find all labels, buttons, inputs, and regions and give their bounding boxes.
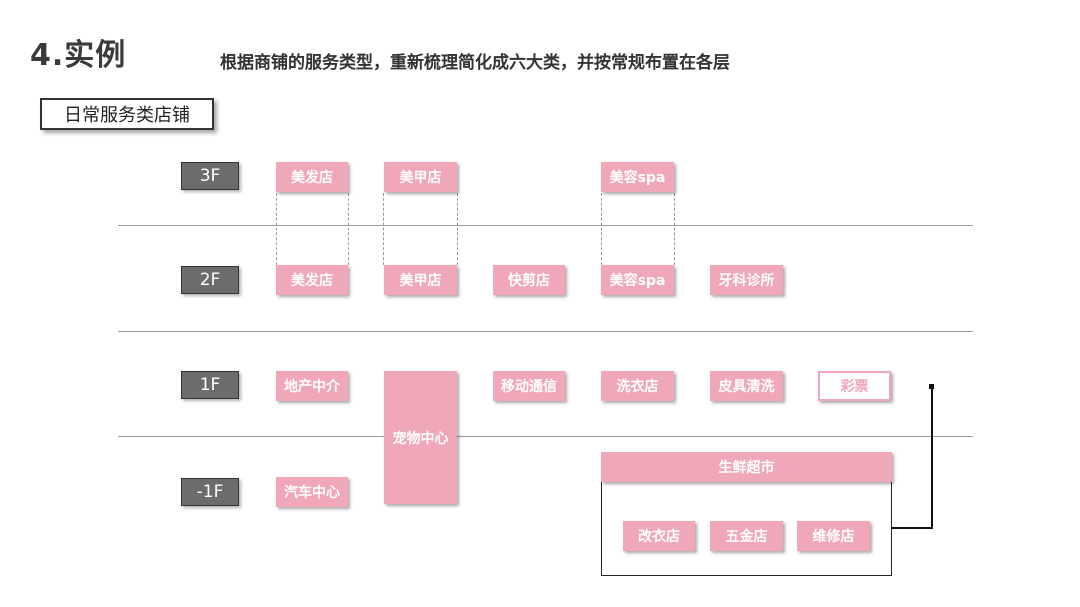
dash-connector: [457, 193, 458, 265]
floor-divider-1f-b1: [118, 436, 973, 437]
dash-connector: [348, 193, 349, 265]
store-2f-hair-salon[interactable]: 美发店: [276, 265, 348, 295]
dash-connector: [383, 193, 384, 265]
floor-tag-3f: 3F: [181, 162, 239, 190]
page-title: 4.实例: [30, 38, 127, 73]
connector-line-vertical: [931, 386, 933, 528]
store-b1-car-center[interactable]: 汽车中心: [276, 477, 348, 507]
section-label: 日常服务类店铺: [40, 98, 214, 130]
store-2f-beauty-spa[interactable]: 美容spa: [601, 265, 674, 295]
store-1f-lottery[interactable]: 彩票: [818, 371, 891, 401]
store-1f-laundry[interactable]: 洗衣店: [601, 371, 674, 401]
store-tailor[interactable]: 改衣店: [623, 521, 695, 551]
floor-divider-2f-1f: [118, 331, 973, 332]
store-1f-mobile[interactable]: 移动通信: [493, 371, 565, 401]
store-1f-leather-cleaning[interactable]: 皮具清洗: [710, 371, 783, 401]
floor-divider-3f-2f: [118, 225, 973, 226]
store-3f-nail-salon[interactable]: 美甲店: [384, 162, 457, 192]
store-1f-real-estate[interactable]: 地产中介: [276, 371, 348, 401]
dash-connector: [276, 193, 277, 265]
store-hardware[interactable]: 五金店: [710, 521, 783, 551]
store-3f-hair-salon[interactable]: 美发店: [276, 162, 348, 192]
connector-line-horizontal: [892, 527, 933, 529]
store-pet-center[interactable]: 宠物中心: [384, 371, 457, 504]
store-3f-beauty-spa[interactable]: 美容spa: [601, 162, 674, 192]
store-repair[interactable]: 维修店: [797, 521, 870, 551]
floor-tag-1f: 1F: [181, 371, 239, 399]
store-2f-dental-clinic[interactable]: 牙科诊所: [710, 265, 783, 295]
store-2f-quick-cut[interactable]: 快剪店: [493, 265, 565, 295]
dash-connector: [674, 193, 675, 265]
floor-tag-b1: -1F: [181, 478, 239, 506]
page-subtitle: 根据商铺的服务类型，重新梳理简化成六大类，并按常规布置在各层: [220, 53, 730, 73]
store-fresh-supermarket[interactable]: 生鲜超市: [601, 452, 892, 482]
dash-connector: [601, 193, 602, 265]
store-2f-nail-salon[interactable]: 美甲店: [384, 265, 457, 295]
floor-tag-2f: 2F: [181, 266, 239, 294]
